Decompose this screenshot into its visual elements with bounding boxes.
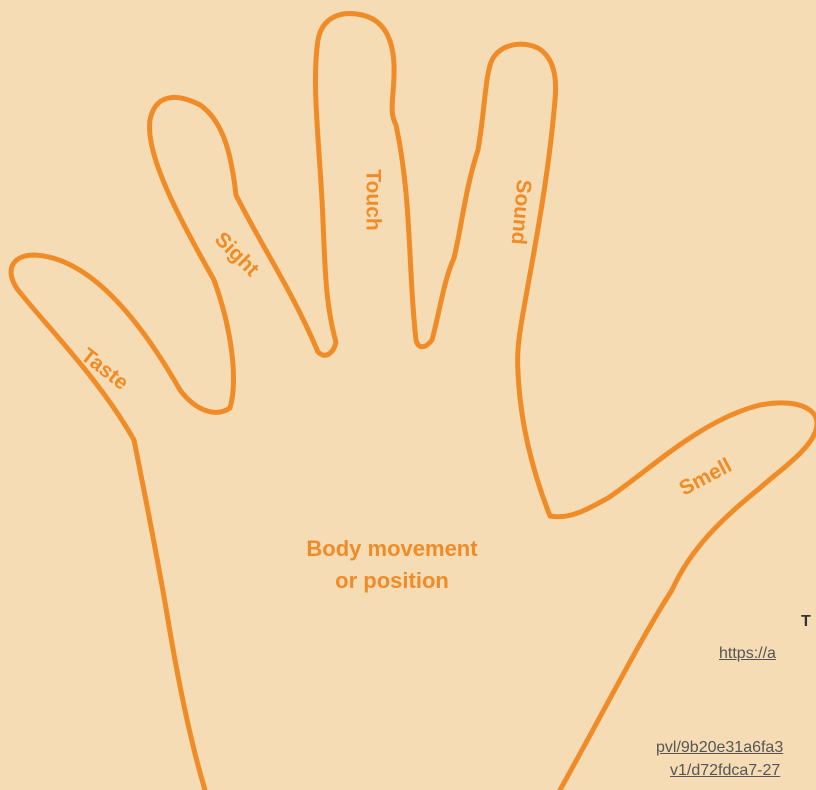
finger-label-smell: Smell bbox=[675, 454, 735, 501]
finger-label-sound: Sound bbox=[507, 179, 536, 246]
credit-heading: T bbox=[801, 613, 811, 631]
hand-outline bbox=[11, 14, 816, 790]
palm-label-line2: or position bbox=[335, 568, 449, 593]
finger-label-touch: Touch bbox=[361, 169, 384, 230]
credit-url-line1[interactable]: https://a bbox=[719, 645, 776, 663]
credit-url-line3[interactable]: v1/d72fdca7-27 bbox=[670, 762, 780, 780]
credit-url-line2[interactable]: pvl/9b20e31a6fa3 bbox=[656, 739, 783, 757]
palm-label-line1: Body movement bbox=[306, 536, 478, 561]
